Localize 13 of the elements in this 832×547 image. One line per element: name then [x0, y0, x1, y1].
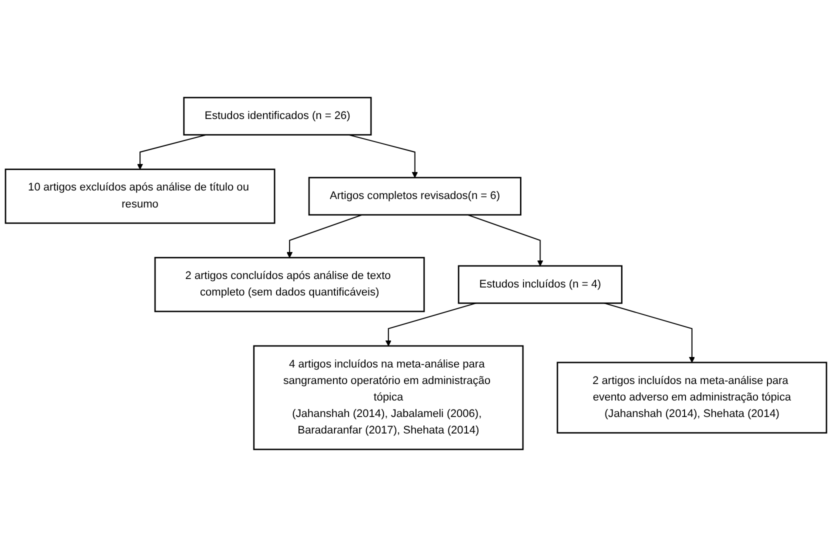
arrow — [385, 302, 476, 346]
arrow — [137, 134, 206, 170]
node-box: 4 artigos incluídos na meta-análise para sangramento operatório em administração tópica (Jahanshah (2014), Jabalameli (2006), Baradaranfar (2017), Shehata (2014) — [253, 345, 524, 450]
arrow — [468, 214, 544, 266]
node-box: Estudos identificados (n = 26) — [183, 96, 372, 136]
arrow — [604, 302, 695, 363]
node-box: 2 artigos incluídos na meta-análise para evento adverso em administração tópica (Jahanshah (2014), Shehata (2014) — [556, 362, 828, 434]
node-box: Artigos completos revisados(n = 6) — [308, 176, 522, 216]
arrow — [286, 214, 362, 258]
node-box: Estudos incluídos (n = 4) — [458, 265, 622, 304]
node-box: 10 artigos excluídos após análise de título ou resumo — [4, 168, 276, 224]
node-box: 2 artigos concluídos após análise de texto completo (sem dados quantificáveis) — [154, 256, 425, 312]
arrow — [348, 134, 418, 178]
